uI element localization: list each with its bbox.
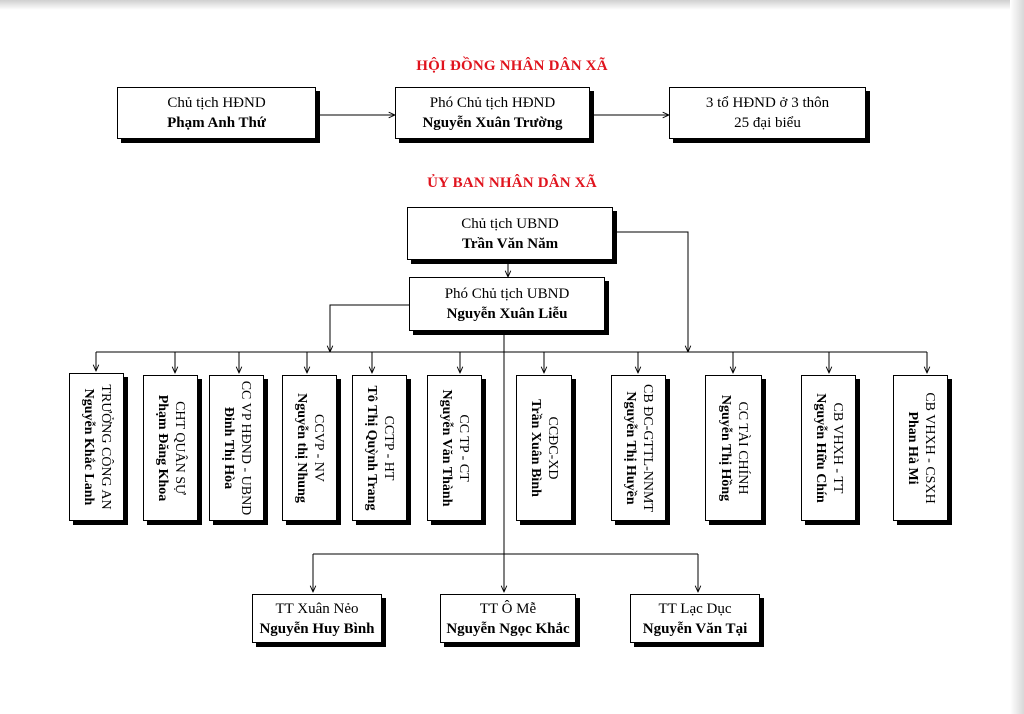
hdnd-chairman-name: Phạm Anh Thứ: [167, 115, 266, 131]
village-role: TT Xuân Nẻo: [275, 600, 359, 617]
village-role: TT Lạc Dục: [658, 600, 732, 617]
officer-name: Trần Xuân Bình: [528, 399, 543, 497]
officer-role: TRƯỞNG CÔNG AN: [97, 384, 113, 510]
officer-role: CHT QUÂN SỰ: [171, 401, 187, 495]
ubnd-vice-left-connector: [330, 304, 409, 352]
ubnd-chairman-box: Chủ tịch UBND Trần Văn Năm: [407, 207, 613, 260]
ubnd-chairman-role: Chủ tịch UBND: [461, 215, 559, 232]
village-box-1: TT Xuân Nẻo Nguyễn Huy Bình: [252, 594, 382, 643]
officer-name: Nguyễn Thị Hồng: [717, 394, 733, 502]
hdnd-chairman-box: Chủ tịch HĐND Phạm Anh Thứ: [117, 87, 316, 139]
village-name: Nguyễn Văn Tại: [642, 620, 748, 637]
hdnd-vice-role: Phó Chủ tịch HĐND: [429, 95, 556, 111]
ubnd-chairman-name: Trần Văn Năm: [461, 235, 559, 252]
officer-role: CCĐC-XD: [545, 416, 560, 480]
officer-name: Phan Hà Mi: [904, 411, 920, 485]
village-name: Nguyễn Huy Bình: [259, 620, 375, 637]
ubnd-vice-role: Phó Chủ tịch UBND: [444, 286, 570, 302]
hdnd-title: HỘI ĐỒNG NHÂN DÂN XÃ: [416, 58, 608, 74]
officer-name: Tô Thị Quỳnh Trang: [363, 385, 379, 511]
ubnd-title: ỦY BAN NHÂN DÂN XÃ: [427, 175, 597, 191]
officer-role: CC TÀI CHÍNH: [734, 401, 750, 495]
officer-name: Phạm Đăng Khoa: [154, 394, 170, 502]
officer-role: CCVP - NV: [310, 414, 326, 482]
officer-name: Nguyễn thị Nhung: [293, 393, 309, 503]
hdnd-vice-box: Phó Chủ tịch HĐND Nguyễn Xuân Trường: [395, 87, 590, 139]
hdnd-vice-name: Nguyễn Xuân Trường: [422, 115, 563, 131]
hdnd-chairman-role: Chủ tịch HĐND: [167, 95, 266, 111]
officer-name: Nguyễn Khắc Lanh: [80, 388, 96, 506]
ubnd-vice-name: Nguyễn Xuân Liễu: [446, 306, 568, 322]
officer-role: CB VHXH - CSXH: [921, 392, 937, 504]
officer-role: CB ĐC-GTTL-NNMT: [639, 384, 655, 512]
village-box-3: TT Lạc Dục Nguyễn Văn Tại: [630, 594, 760, 643]
officer-name: Nguyễn Thị Huyền: [622, 391, 638, 505]
page-right-edge: [1010, 0, 1024, 714]
hdnd-groups-line1: 3 tổ HĐND ở 3 thôn: [705, 95, 830, 111]
officer-role: CC VP HĐND - UBND: [237, 380, 253, 516]
officer-role: CB VHXH - TT: [829, 402, 845, 494]
officer-name: Nguyễn Văn Thành: [438, 389, 454, 507]
officer-name: Đinh Thị Hòa: [220, 406, 236, 490]
ubnd-vice-box: Phó Chủ tịch UBND Nguyễn Xuân Liễu: [409, 277, 605, 331]
hdnd-groups-box: 3 tổ HĐND ở 3 thôn 25 đại biểu: [669, 87, 866, 139]
page-top-edge: [0, 0, 1024, 10]
officer-name: Nguyễn Hữu Chín: [812, 393, 828, 503]
officer-role: CC TP - CT: [455, 414, 471, 482]
officer-role: CCTP - HT: [380, 415, 396, 481]
village-name: Nguyễn Ngọc Khắc: [446, 620, 570, 637]
hdnd-groups-line2: 25 đại biểu: [734, 115, 801, 131]
village-box-2: TT Ô Mễ Nguyễn Ngọc Khắc: [440, 594, 576, 643]
village-role: TT Ô Mễ: [479, 600, 537, 617]
ubnd-chair-right-connector: [613, 231, 688, 352]
